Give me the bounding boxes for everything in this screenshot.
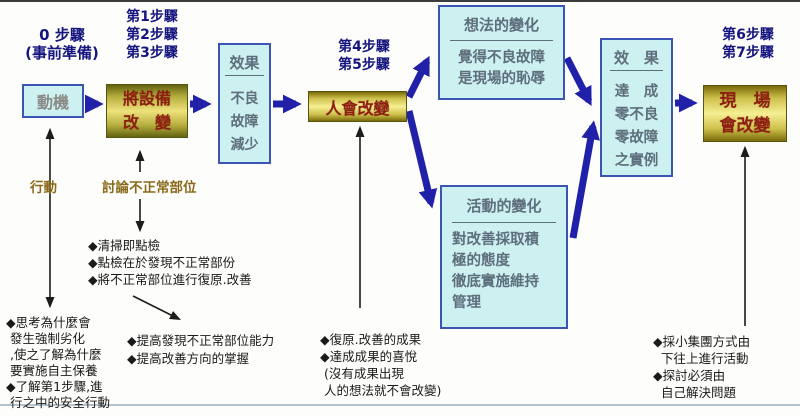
list-think: ◆思考為什麼會 發生強制劣化 ,使之了解為什麼 要實施自主保養◆了解第1步驟,進… [6, 315, 110, 410]
box-thoughts: 想法的變化 覺得不良故障是現場的恥辱 [438, 5, 565, 100]
list-improve: ◆提高發現不正常部位能力◆提高改善方向的掌握 [127, 333, 275, 366]
box-site: 現 場會改變 [703, 85, 787, 142]
list-results: ◆復原.改善的成果◆達成成果的喜悅 (沒有成果出現 人的想法就不會改變) [320, 332, 442, 398]
step-label-6-7: 第6步驟第7步驟 [722, 27, 774, 61]
bottom-divider-line [0, 404, 800, 406]
box-people: 人會改變 [308, 91, 407, 122]
box-equipment: 將設備改 變 [106, 84, 188, 138]
arrow-thoughts-to-effect2 [563, 56, 593, 107]
arrow-checklist-to-improve [132, 295, 182, 321]
step-label-4-5: 第4步驟第5步驟 [338, 39, 390, 73]
list-checklist: ◆清掃即點檢◆點檢在於發現不正常部份◆將不正常部位進行復原.改善 [88, 238, 252, 287]
box-effect1-title: 效果 [225, 52, 264, 76]
box-activities-body: 對改善採取積極的態度徹底實施維持管理 [452, 232, 539, 311]
arrow-people-to-activities [405, 110, 438, 209]
label-discuss: 討論不正常部位 [102, 180, 197, 196]
step-label-0: 0 步驟(事前準備) [25, 26, 99, 62]
box-effect2-body: 達 成零不良零故障之實例 [614, 84, 659, 169]
box-thoughts-body: 覺得不良故障是現場的恥辱 [458, 50, 545, 87]
step-label-1-3: 第1步驟第2步驟第3步驟 [126, 9, 178, 61]
box-activities-title: 活動的變化 [466, 197, 542, 215]
list-team: ◆採小集團方式由 下往上進行活動◆探討必須由 自己解決問題 [653, 334, 751, 400]
top-border-bar [0, 0, 800, 2]
box-motivation-label: 動機 [36, 93, 69, 112]
arrow-activities-to-effect2 [569, 120, 600, 239]
box-equipment-label: 將設備改 變 [122, 89, 171, 132]
box-effect1: 效果 不良故障減少 [218, 43, 271, 164]
box-people-label: 人會改變 [325, 98, 390, 118]
box-effect2-title: 效 果 [609, 47, 663, 71]
box-thoughts-title: 想法的變化 [463, 16, 539, 34]
label-action: 行動 [30, 180, 57, 196]
box-motivation: 動機 [22, 84, 84, 118]
box-activities: 活動的變化 對改善採取積極的態度徹底實施維持管理 [440, 185, 568, 329]
box-effect1-body: 不良故障減少 [230, 91, 259, 153]
box-effect2: 效 果 達 成零不良零故障之實例 [600, 38, 673, 177]
box-site-label: 現 場會改變 [719, 90, 771, 136]
arrow-people-to-thoughts [405, 55, 431, 99]
